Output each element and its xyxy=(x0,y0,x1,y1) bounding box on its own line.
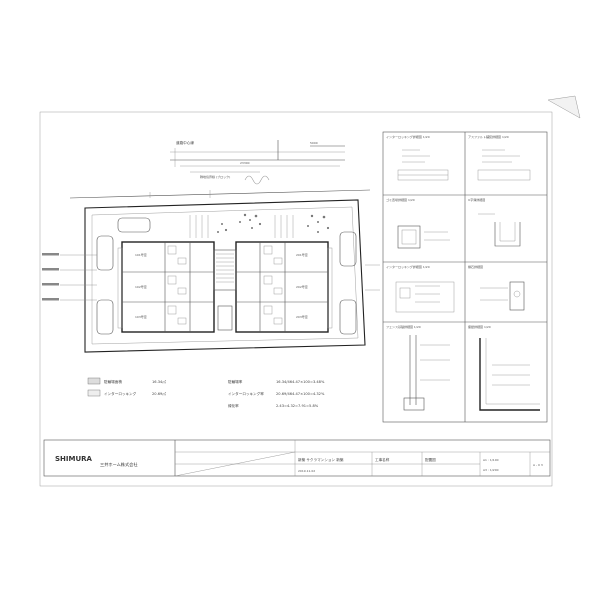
car-icon xyxy=(96,235,114,271)
ratio-label: 駐輪場率 xyxy=(228,379,243,384)
unit-label: 201号室 xyxy=(296,252,308,257)
detail-title: U字溝詳細図 xyxy=(468,197,485,202)
ratio-value: 20.69/464.47×100=4.32% xyxy=(276,392,325,396)
detail-title: 縁石詳細図 xyxy=(468,264,483,269)
area-legend: 駐輪場面積 インターロッキング 16.34㎡ 20.69㎡ 駐輪場率 インターロ… xyxy=(87,377,325,408)
legend-label: 駐輪場面積 xyxy=(104,379,122,384)
legend-value: 20.69㎡ xyxy=(152,391,166,396)
scale-1: A1 : 1/100 xyxy=(483,458,499,462)
legend-label: インターロッキング xyxy=(104,391,137,396)
road-label: 道路中心線 xyxy=(176,140,194,145)
project-title: 新築 サクラマンション 新築 xyxy=(298,457,344,462)
unit-label: 102号室 xyxy=(135,284,147,289)
ratio-value: 16.34/464.47×100=3.48% xyxy=(276,380,325,384)
ratio-value: 2.43=4.32=7.91=5.8% xyxy=(276,404,319,408)
unit-label: 101号室 xyxy=(135,252,147,257)
detail-title: アスファルト舗装詳細図 1/20 xyxy=(468,134,509,139)
site-plan: 101号室 102号室 103号室 201号室 202号室 203号室 xyxy=(42,175,380,353)
detail-title: ゴミ置場詳細図 1/20 xyxy=(386,197,415,202)
sheet-number: A - 0 3 xyxy=(533,463,543,467)
detail-title: 擁壁詳細図 1/20 xyxy=(468,324,491,329)
car-icon xyxy=(339,231,357,267)
ratio-label: インターロッキング率 xyxy=(228,391,264,396)
company-name: 三井ホーム株式会社 xyxy=(100,461,138,468)
sheet-border xyxy=(39,111,553,487)
car-icon xyxy=(96,299,114,335)
tree-icon xyxy=(217,213,330,233)
column-label: 工事名称 xyxy=(375,457,390,462)
legend-value: 16.34㎡ xyxy=(152,379,166,384)
boundary-note: 隣地境界線 (ブロック) xyxy=(200,174,230,179)
stair-core xyxy=(213,249,237,291)
unit-label: 103号室 xyxy=(135,314,147,319)
dim-total: 23300 xyxy=(240,161,250,165)
detail-title: フェンス基礎詳細図 1/20 xyxy=(386,324,421,329)
unit-label: 202号室 xyxy=(296,284,308,289)
car-icon xyxy=(117,217,151,233)
detail-title: インターロッキング詳細図 1/20 xyxy=(386,264,430,269)
scale-2: A3 : 1/200 xyxy=(483,468,499,472)
ratio-label: 緑化率 xyxy=(228,403,239,408)
dim-part: 5000 xyxy=(310,141,318,145)
unit-label: 203号室 xyxy=(296,314,308,319)
detail-panels: インターロッキング詳細図 1/20 アスファルト舗装詳細図 1/20 ゴミ置場詳… xyxy=(382,131,548,423)
detail-title: インターロッキング詳細図 1/20 xyxy=(386,134,430,139)
site-section: 道路中心線 隣地境界線 (ブロック) 23300 5000 xyxy=(170,140,345,179)
company-logo: SHIMURA xyxy=(55,455,93,463)
drawing-title: 配置図 xyxy=(425,457,436,462)
torn-corner xyxy=(547,95,581,119)
drawing-date: 2019.11.02 xyxy=(298,469,315,473)
title-block: SHIMURA 三井ホーム株式会社 新築 サクラマンション 新築 工事名称 配置… xyxy=(43,439,551,477)
car-icon xyxy=(339,299,357,335)
